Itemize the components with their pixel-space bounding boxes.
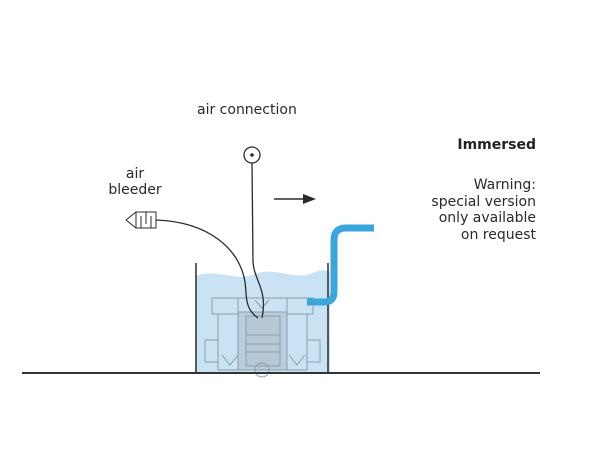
- air-bleeder-label-line: bleeder: [108, 182, 162, 198]
- circled-dot-icon: [243, 146, 261, 164]
- warning-line: special version: [431, 193, 536, 210]
- air-connection-line: [251, 162, 265, 319]
- air-bleeder-label: air bleeder: [105, 166, 165, 198]
- arrow-right-icon: [274, 194, 316, 204]
- pump: [204, 297, 321, 378]
- discharge-pipe: [307, 224, 374, 306]
- warning-line: Warning:: [473, 177, 536, 193]
- warning-note: Warning: special version only available …: [376, 177, 536, 243]
- air-connection-label: air connection: [197, 102, 297, 118]
- diagram-title: Immersed: [457, 137, 536, 153]
- air-bleeder-line: [155, 219, 259, 319]
- air-bleeder-label-line: air: [125, 166, 145, 182]
- warning-line: only available: [438, 210, 536, 226]
- warning-line: on request: [460, 226, 536, 243]
- silencer-icon: [125, 211, 157, 229]
